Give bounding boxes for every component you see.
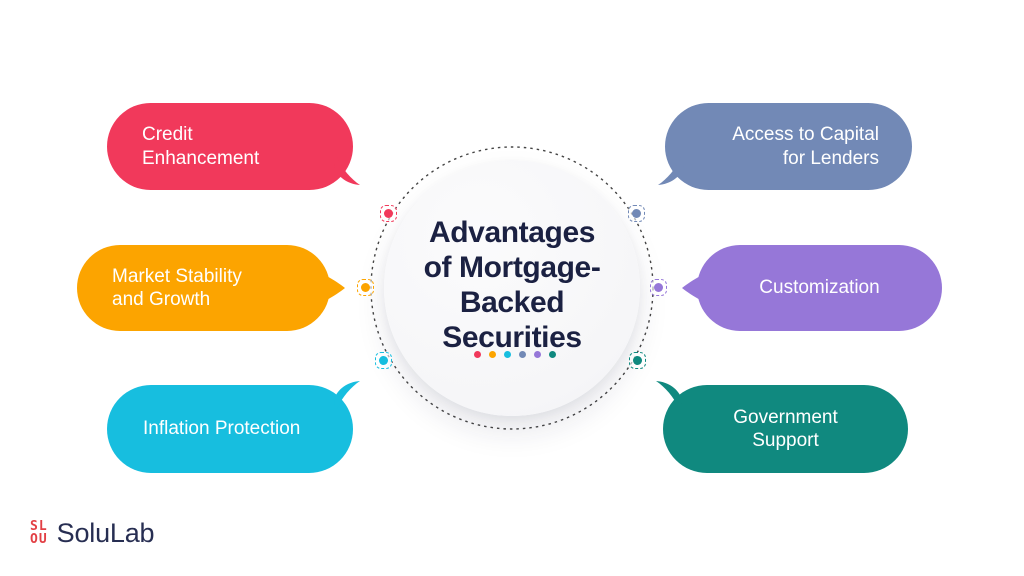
bubble-tail	[656, 381, 682, 409]
bubble-label: Access to Capital for Lenders	[732, 124, 879, 169]
bubble-government-support: Government Support	[656, 381, 908, 473]
ring-marker-orange	[357, 279, 374, 296]
ring-marker-core	[632, 209, 641, 218]
accent-dot-teal	[549, 351, 556, 358]
bubble-label: Market Stability and Growth	[112, 265, 242, 311]
bubble-market-stability: Market Stability and Growth	[77, 245, 345, 331]
accent-dot-orange	[489, 351, 496, 358]
bubble-customization: Customization	[682, 245, 942, 331]
bubble-tail	[325, 275, 345, 301]
title-line: Advantages	[428, 216, 596, 249]
ring-marker-core	[379, 356, 388, 365]
bubble-credit-enhancement: Credit Enhancement	[107, 103, 360, 190]
bubble-label: Inflation Protection	[143, 418, 301, 440]
title-line: of Mortgage-	[423, 251, 601, 284]
ring-marker-red	[380, 205, 397, 222]
bubble-label: Government Support	[733, 406, 838, 452]
bubble-label: Credit Enhancement	[142, 124, 260, 169]
ring-marker-core	[633, 356, 642, 365]
accent-dot-purple	[534, 351, 541, 358]
center-circle: Advantages of Mortgage- Backed Securitie…	[384, 160, 640, 416]
bubble-tail	[658, 157, 684, 185]
accent-dot-cyan	[504, 351, 511, 358]
title-line: Backed	[459, 286, 565, 319]
accent-dot-slate	[519, 351, 526, 358]
logo-mark-row: OU	[30, 531, 48, 547]
bubble-tail	[334, 381, 360, 409]
solulab-logo-text: SoluLab	[56, 518, 155, 548]
ring-marker-core	[384, 209, 393, 218]
bubble-tail	[682, 275, 702, 301]
title-line: Securities	[442, 321, 582, 354]
ring-marker-purple	[650, 279, 667, 296]
ring-marker-core	[361, 283, 370, 292]
solulab-logo-mark-icon: SL OU	[30, 519, 48, 547]
title-accent-dots	[474, 351, 556, 358]
bubble-label: Customization	[759, 277, 880, 299]
solulab-logo: SL OU SoluLab	[30, 518, 155, 549]
main-title: Advantages of Mortgage- Backed Securitie…	[384, 215, 640, 355]
accent-dot-red	[474, 351, 481, 358]
logo-mark-row: SL	[30, 519, 48, 535]
ring-marker-core	[654, 283, 663, 292]
ring-marker-teal	[629, 352, 646, 369]
bubble-access-to-capital: Access to Capital for Lenders	[658, 103, 912, 190]
ring-marker-cyan	[375, 352, 392, 369]
bubble-tail	[334, 157, 360, 185]
bubble-inflation-protection: Inflation Protection	[107, 381, 360, 473]
ring-marker-slate	[628, 205, 645, 222]
